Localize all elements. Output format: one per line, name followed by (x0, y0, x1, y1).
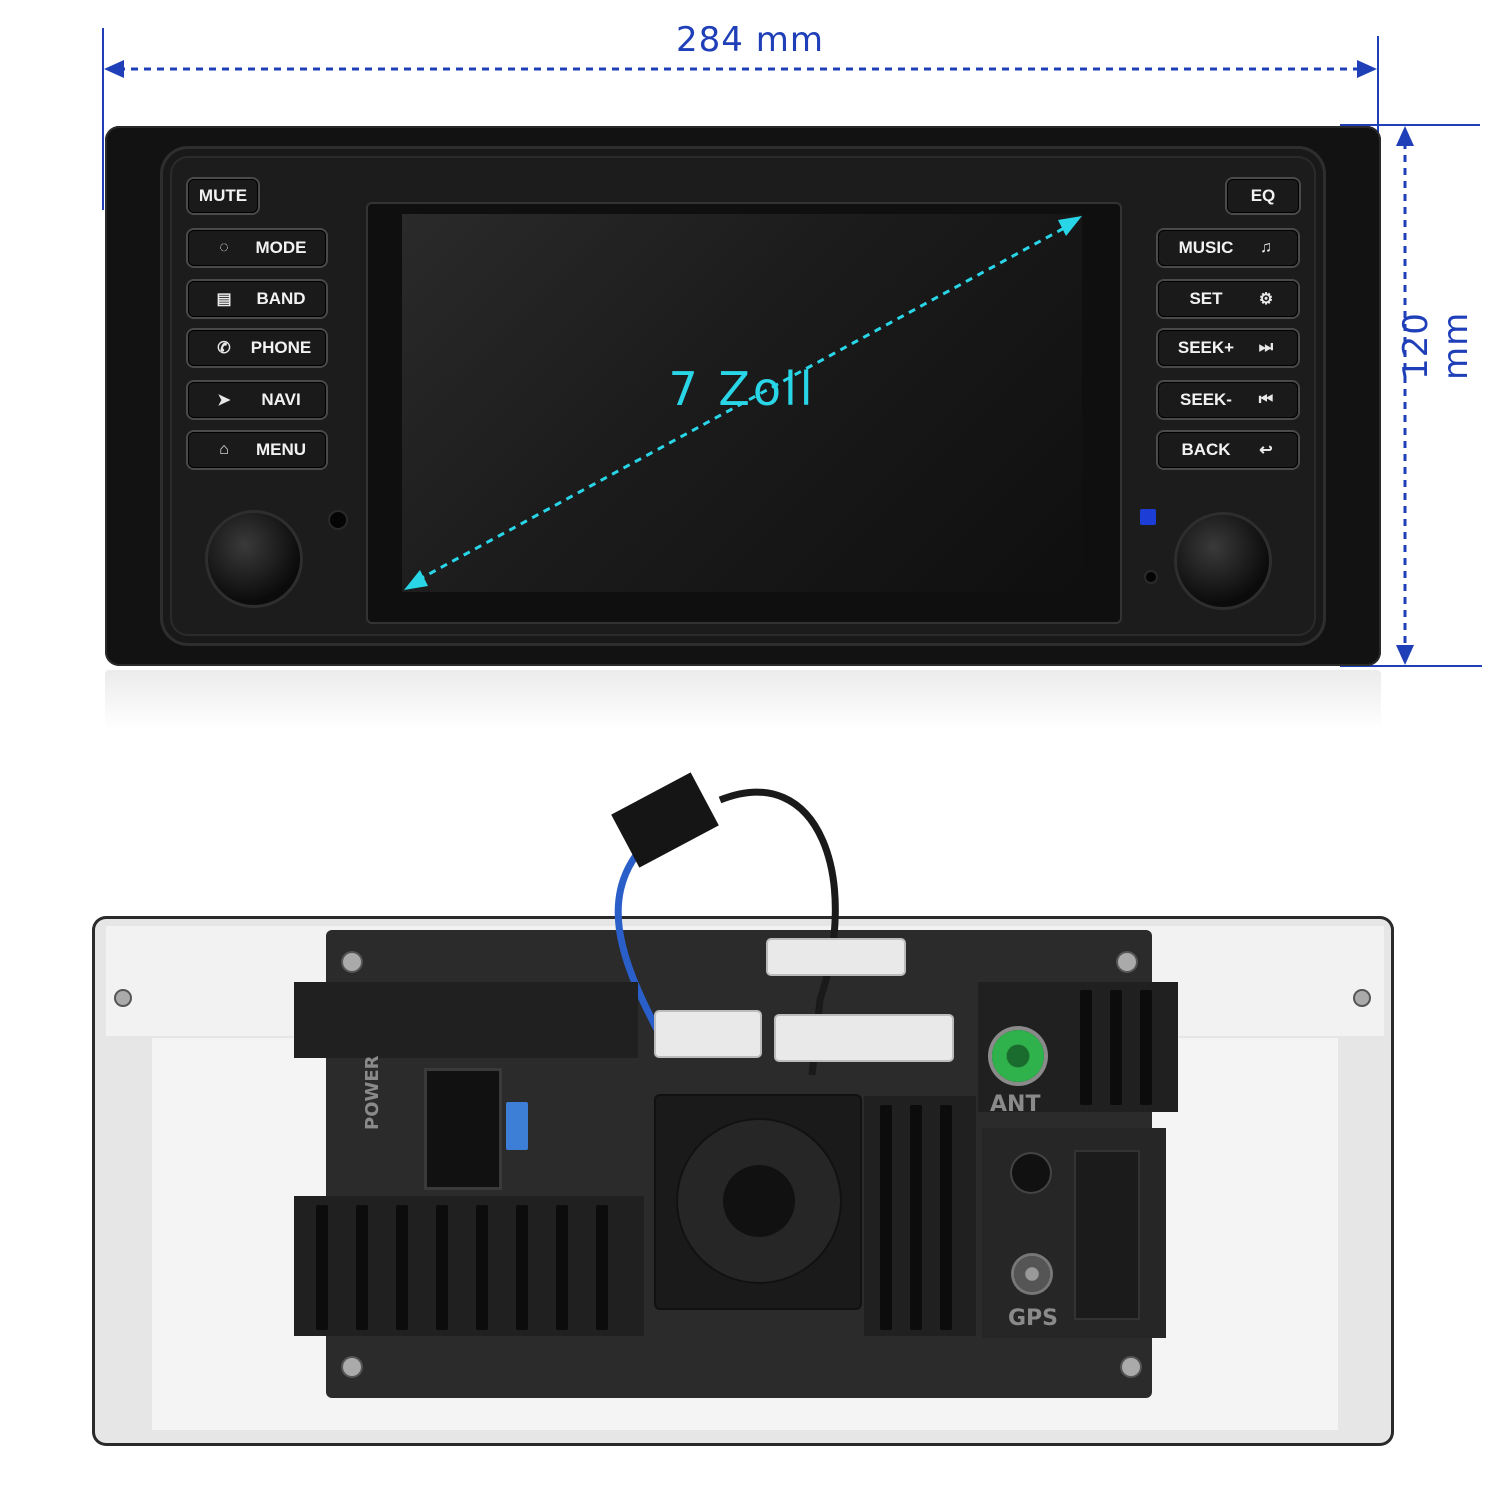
music-note-icon: ♫ (1260, 239, 1272, 256)
return-arrow-icon: ↩ (1259, 442, 1273, 459)
screw (1122, 1358, 1140, 1376)
front-reflection (105, 670, 1381, 730)
microphone-hole (330, 512, 346, 528)
fin (516, 1205, 528, 1330)
fin (1140, 990, 1152, 1105)
back-label: BACK (1181, 440, 1231, 459)
sim-slot-cover (1074, 1150, 1140, 1320)
fin (396, 1205, 408, 1330)
navi-label: NAVI (261, 390, 301, 409)
fan-hub (723, 1165, 795, 1237)
screw (1355, 991, 1369, 1005)
music-button[interactable]: MUSIC ♫ (1158, 230, 1298, 266)
gear-icon: ⚙ (1258, 291, 1274, 308)
label-sticker (768, 940, 904, 974)
band-label: BAND (256, 289, 306, 308)
height-arrow-bottom (1396, 645, 1414, 665)
seek-minus-label: SEEK- (1180, 390, 1232, 409)
gps-port[interactable] (1014, 1256, 1050, 1292)
fin (910, 1105, 922, 1330)
band-button[interactable]: ▤ BAND (188, 281, 326, 317)
music-label: MUSIC (1178, 238, 1234, 257)
navi-button[interactable]: ➤ NAVI (188, 382, 326, 418)
power-port-label: POWER (362, 1055, 383, 1130)
tuning-knob[interactable] (1177, 515, 1269, 607)
heatsink-bottom-left (294, 1196, 644, 1336)
menu-button[interactable]: ⌂ MENU (188, 432, 326, 468)
fin (556, 1205, 568, 1330)
eq-label: EQ (1250, 186, 1276, 205)
screw (343, 1358, 361, 1376)
seek-minus-button[interactable]: SEEK- ⏮ (1158, 382, 1298, 418)
heatsink-top-left (294, 982, 638, 1058)
skip-forward-icon: ⏭ (1258, 339, 1274, 356)
fin (1110, 990, 1122, 1105)
set-label: SET (1189, 289, 1223, 308)
antenna-port[interactable] (992, 1030, 1044, 1082)
phone-label: PHONE (250, 338, 312, 357)
mode-button[interactable]: ◌ MODE (188, 230, 326, 266)
seek-plus-label: SEEK+ (1177, 338, 1235, 357)
radio-icon: ▤ (216, 291, 232, 308)
back-button[interactable]: BACK ↩ (1158, 432, 1298, 468)
skip-back-icon: ⏮ (1258, 391, 1274, 408)
aux-port[interactable] (1012, 1154, 1050, 1192)
home-icon: ⌂ (219, 441, 229, 458)
screw (1118, 953, 1136, 971)
eq-button[interactable]: EQ (1227, 179, 1299, 213)
seek-plus-button[interactable]: SEEK+ ⏭ (1158, 330, 1298, 366)
power-connector-socket[interactable] (424, 1068, 502, 1190)
height-arrow-top (1396, 126, 1414, 146)
fin (1080, 990, 1092, 1105)
screw (116, 991, 130, 1005)
mode-icon: ◌ (219, 239, 229, 256)
fin (476, 1205, 488, 1330)
mute-label: MUTE (198, 186, 248, 205)
harness-socket-large[interactable] (776, 1016, 952, 1060)
set-button[interactable]: SET ⚙ (1158, 281, 1298, 317)
volume-knob[interactable] (208, 513, 300, 605)
diagonal-arrow-top (1058, 216, 1082, 236)
status-led (1140, 509, 1156, 525)
width-dimension-label: 284 mm (676, 20, 824, 60)
screen-size-label: 7 Zoll (668, 362, 816, 416)
fin (356, 1205, 368, 1330)
screw (343, 953, 361, 971)
blue-fuse (506, 1102, 528, 1150)
width-arrow-left (104, 60, 124, 78)
blue-wire (614, 847, 664, 1037)
phone-icon: ✆ (217, 340, 231, 357)
fin (940, 1105, 952, 1330)
fin (596, 1205, 608, 1330)
mute-button[interactable]: MUTE (188, 179, 258, 213)
width-arrow-right (1357, 60, 1377, 78)
navigation-arrow-icon: ➤ (217, 392, 231, 409)
fin (880, 1105, 892, 1330)
diagonal-line (417, 224, 1069, 582)
gps-port-label: GPS (1008, 1306, 1059, 1331)
phone-button[interactable]: ✆ PHONE (188, 330, 326, 366)
menu-label: MENU (255, 440, 307, 459)
plug-connector (611, 772, 719, 868)
diagonal-arrow-bottom (404, 570, 428, 590)
fin (316, 1205, 328, 1330)
reset-hole[interactable] (1146, 572, 1156, 582)
ant-port-label: ANT (990, 1092, 1041, 1117)
mode-label: MODE (255, 238, 307, 257)
harness-socket-20pin[interactable] (656, 1012, 760, 1056)
fin (436, 1205, 448, 1330)
